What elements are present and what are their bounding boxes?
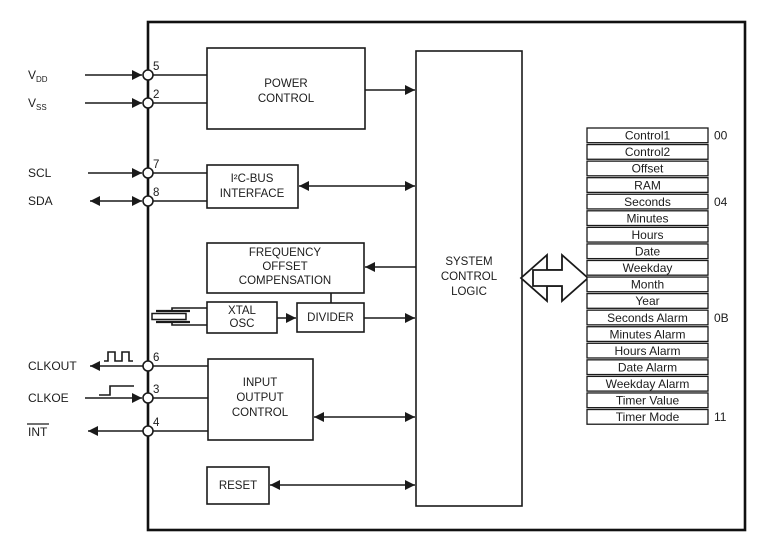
register-row-label: Hours Alarm: [614, 344, 680, 358]
register-row: [586, 243, 709, 260]
register-row-label: Minutes: [626, 211, 668, 225]
xtal-osc-label-2: OSC: [230, 318, 255, 330]
register-row: [586, 193, 709, 210]
input-output-control-block: [207, 358, 314, 441]
register-row: [586, 177, 709, 194]
freq-comp-label-2: OFFSET: [262, 261, 307, 273]
register-address: 11: [714, 410, 727, 424]
square-wave-icon: [104, 351, 133, 362]
chip-border: [146, 20, 747, 532]
pin-label-scl: SCL: [28, 166, 52, 180]
system-logic-label-3: LOGIC: [451, 286, 487, 298]
pin-label-int: INT: [28, 425, 48, 439]
register-row-label: Timer Mode: [616, 410, 680, 424]
reset-block: [206, 466, 270, 505]
i2c-interface-label-2: INTERFACE: [220, 188, 285, 200]
io-control-label-2: OUTPUT: [236, 392, 283, 404]
pin-label-clkoe: CLKOE: [28, 391, 69, 405]
register-row: [586, 408, 709, 425]
pin-number-clkoe: 3: [153, 384, 159, 396]
register-row-label: Weekday Alarm: [606, 377, 690, 391]
system-logic-label-1: SYSTEM: [445, 256, 492, 268]
register-row-label: Hours: [631, 228, 663, 242]
power-control-block: [206, 47, 366, 130]
pin-label-vss: VSS: [28, 96, 47, 112]
register-row: [586, 309, 709, 326]
vss-base: V: [28, 96, 36, 110]
register-row-label: Seconds Alarm: [607, 311, 688, 325]
pin-number-sda: 8: [153, 187, 159, 199]
pin-circle-vdd: [142, 69, 154, 81]
register-row: [586, 292, 709, 309]
io-control-label-3: CONTROL: [232, 407, 289, 419]
register-row: [586, 359, 709, 376]
register-row-label: Year: [635, 294, 659, 308]
system-logic-label-2: CONTROL: [441, 271, 498, 283]
pin-label-sda: SDA: [28, 194, 53, 208]
pin-circle-clkoe: [142, 392, 154, 404]
register-row-label: Control2: [625, 145, 671, 159]
register-row-label: RAM: [634, 178, 661, 192]
register-row: [586, 226, 709, 243]
register-row: [586, 276, 709, 293]
register-row-label: Weekday: [623, 261, 673, 275]
pin-circle-int: [142, 425, 154, 437]
register-row: [586, 392, 709, 409]
register-row-label: Offset: [632, 162, 664, 176]
power-control-label-2: CONTROL: [258, 93, 315, 105]
vss-subscript: SS: [36, 103, 47, 112]
register-row: [586, 127, 709, 144]
xtal-osc-label-1: XTAL: [228, 305, 257, 317]
register-row: [586, 259, 709, 276]
pin-circle-clkout: [142, 360, 154, 372]
power-control-label-1: POWER: [264, 78, 307, 90]
register-row-label: Timer Value: [616, 394, 680, 408]
enable-step-icon: [99, 385, 134, 396]
pin-number-vdd: 5: [153, 61, 159, 73]
register-row: [586, 326, 709, 343]
io-control-label-1: INPUT: [243, 377, 278, 389]
register-row: [586, 160, 709, 177]
register-row: [586, 342, 709, 359]
register-address: 0B: [714, 311, 729, 325]
frequency-offset-compensation-block: [206, 242, 365, 294]
bus-double-arrow-icon: [519, 253, 590, 303]
register-row-label: Month: [631, 278, 664, 292]
freq-comp-label-1: FREQUENCY: [249, 247, 322, 259]
xtal-osc-block: [206, 301, 278, 334]
register-address: 04: [714, 195, 728, 209]
i2c-interface-label-1: I²C-BUS: [231, 173, 274, 185]
pin-number-clkout: 6: [153, 352, 159, 364]
register-row-label: Date Alarm: [618, 360, 677, 374]
pin-number-int: 4: [153, 417, 160, 429]
i2c-interface-block: [206, 164, 299, 209]
register-address: 00: [714, 129, 728, 143]
register-row-label: Seconds: [624, 195, 671, 209]
vdd-subscript: DD: [36, 75, 48, 84]
system-control-logic-block: [415, 50, 523, 507]
freq-comp-label-3: COMPENSATION: [239, 275, 331, 287]
pin-circle-scl: [142, 167, 154, 179]
reset-label: RESET: [219, 480, 257, 492]
register-row-label: Minutes Alarm: [609, 327, 685, 341]
register-row: [586, 143, 709, 160]
register-row: [586, 210, 709, 227]
register-row: [586, 375, 709, 392]
vdd-base: V: [28, 68, 36, 82]
divider-label: DIVIDER: [307, 312, 354, 324]
crystal-icon: [151, 307, 207, 326]
register-row-label: Control1: [625, 129, 671, 143]
pin-number-scl: 7: [153, 159, 159, 171]
divider-block: [296, 302, 365, 333]
pin-label-vdd: VDD: [28, 68, 48, 84]
pin-number-vss: 2: [153, 89, 159, 101]
pin-label-clkout: CLKOUT: [28, 359, 77, 373]
register-row-label: Date: [635, 245, 661, 259]
pin-circle-vss: [142, 97, 154, 109]
pin-circle-sda: [142, 195, 154, 207]
